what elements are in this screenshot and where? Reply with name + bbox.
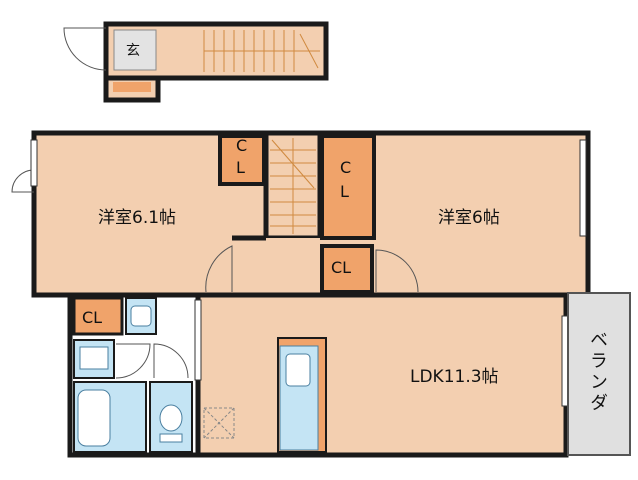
door-swing-wc xyxy=(153,343,189,379)
closet-wet-area xyxy=(72,296,124,336)
closet-center xyxy=(320,134,376,240)
door-swing-right xyxy=(375,249,419,293)
balcony-label: ベランダ xyxy=(587,330,608,414)
closet-left-upper-l: L xyxy=(236,158,245,177)
closet-left-upper xyxy=(218,134,266,186)
entrance-door-swing xyxy=(63,27,107,71)
bathtub xyxy=(77,389,111,447)
closet-center-c: C xyxy=(340,158,352,177)
balcony xyxy=(567,292,631,456)
main-floor xyxy=(11,130,631,458)
western-room-right-label: 洋室6帖 xyxy=(438,208,500,228)
western-room-left-label: 洋室6.1帖 xyxy=(98,208,177,228)
closet-center-l: L xyxy=(340,182,349,201)
closet-center-lower-label: CL xyxy=(331,258,352,277)
window-swing-left xyxy=(11,169,35,193)
closet-wet-area-label: CL xyxy=(82,308,103,327)
genkan-floor xyxy=(113,29,157,71)
ldk-label: LDK11.3帖 xyxy=(410,367,499,387)
toilet xyxy=(159,404,183,432)
refrigerator-space xyxy=(203,407,235,439)
upper-stairs xyxy=(203,30,320,72)
entrance-label: 玄 xyxy=(126,43,140,59)
ldk xyxy=(195,292,569,458)
door-swing-left xyxy=(205,245,233,293)
window-left xyxy=(30,139,38,187)
kitchen-sink xyxy=(285,353,311,387)
central-stairs xyxy=(270,138,316,234)
shoe-closet xyxy=(113,82,151,92)
closet-center-lower xyxy=(320,244,374,294)
entrance-unit xyxy=(63,21,329,103)
window-right xyxy=(579,139,587,237)
closet-left-upper-c: C xyxy=(236,136,248,155)
